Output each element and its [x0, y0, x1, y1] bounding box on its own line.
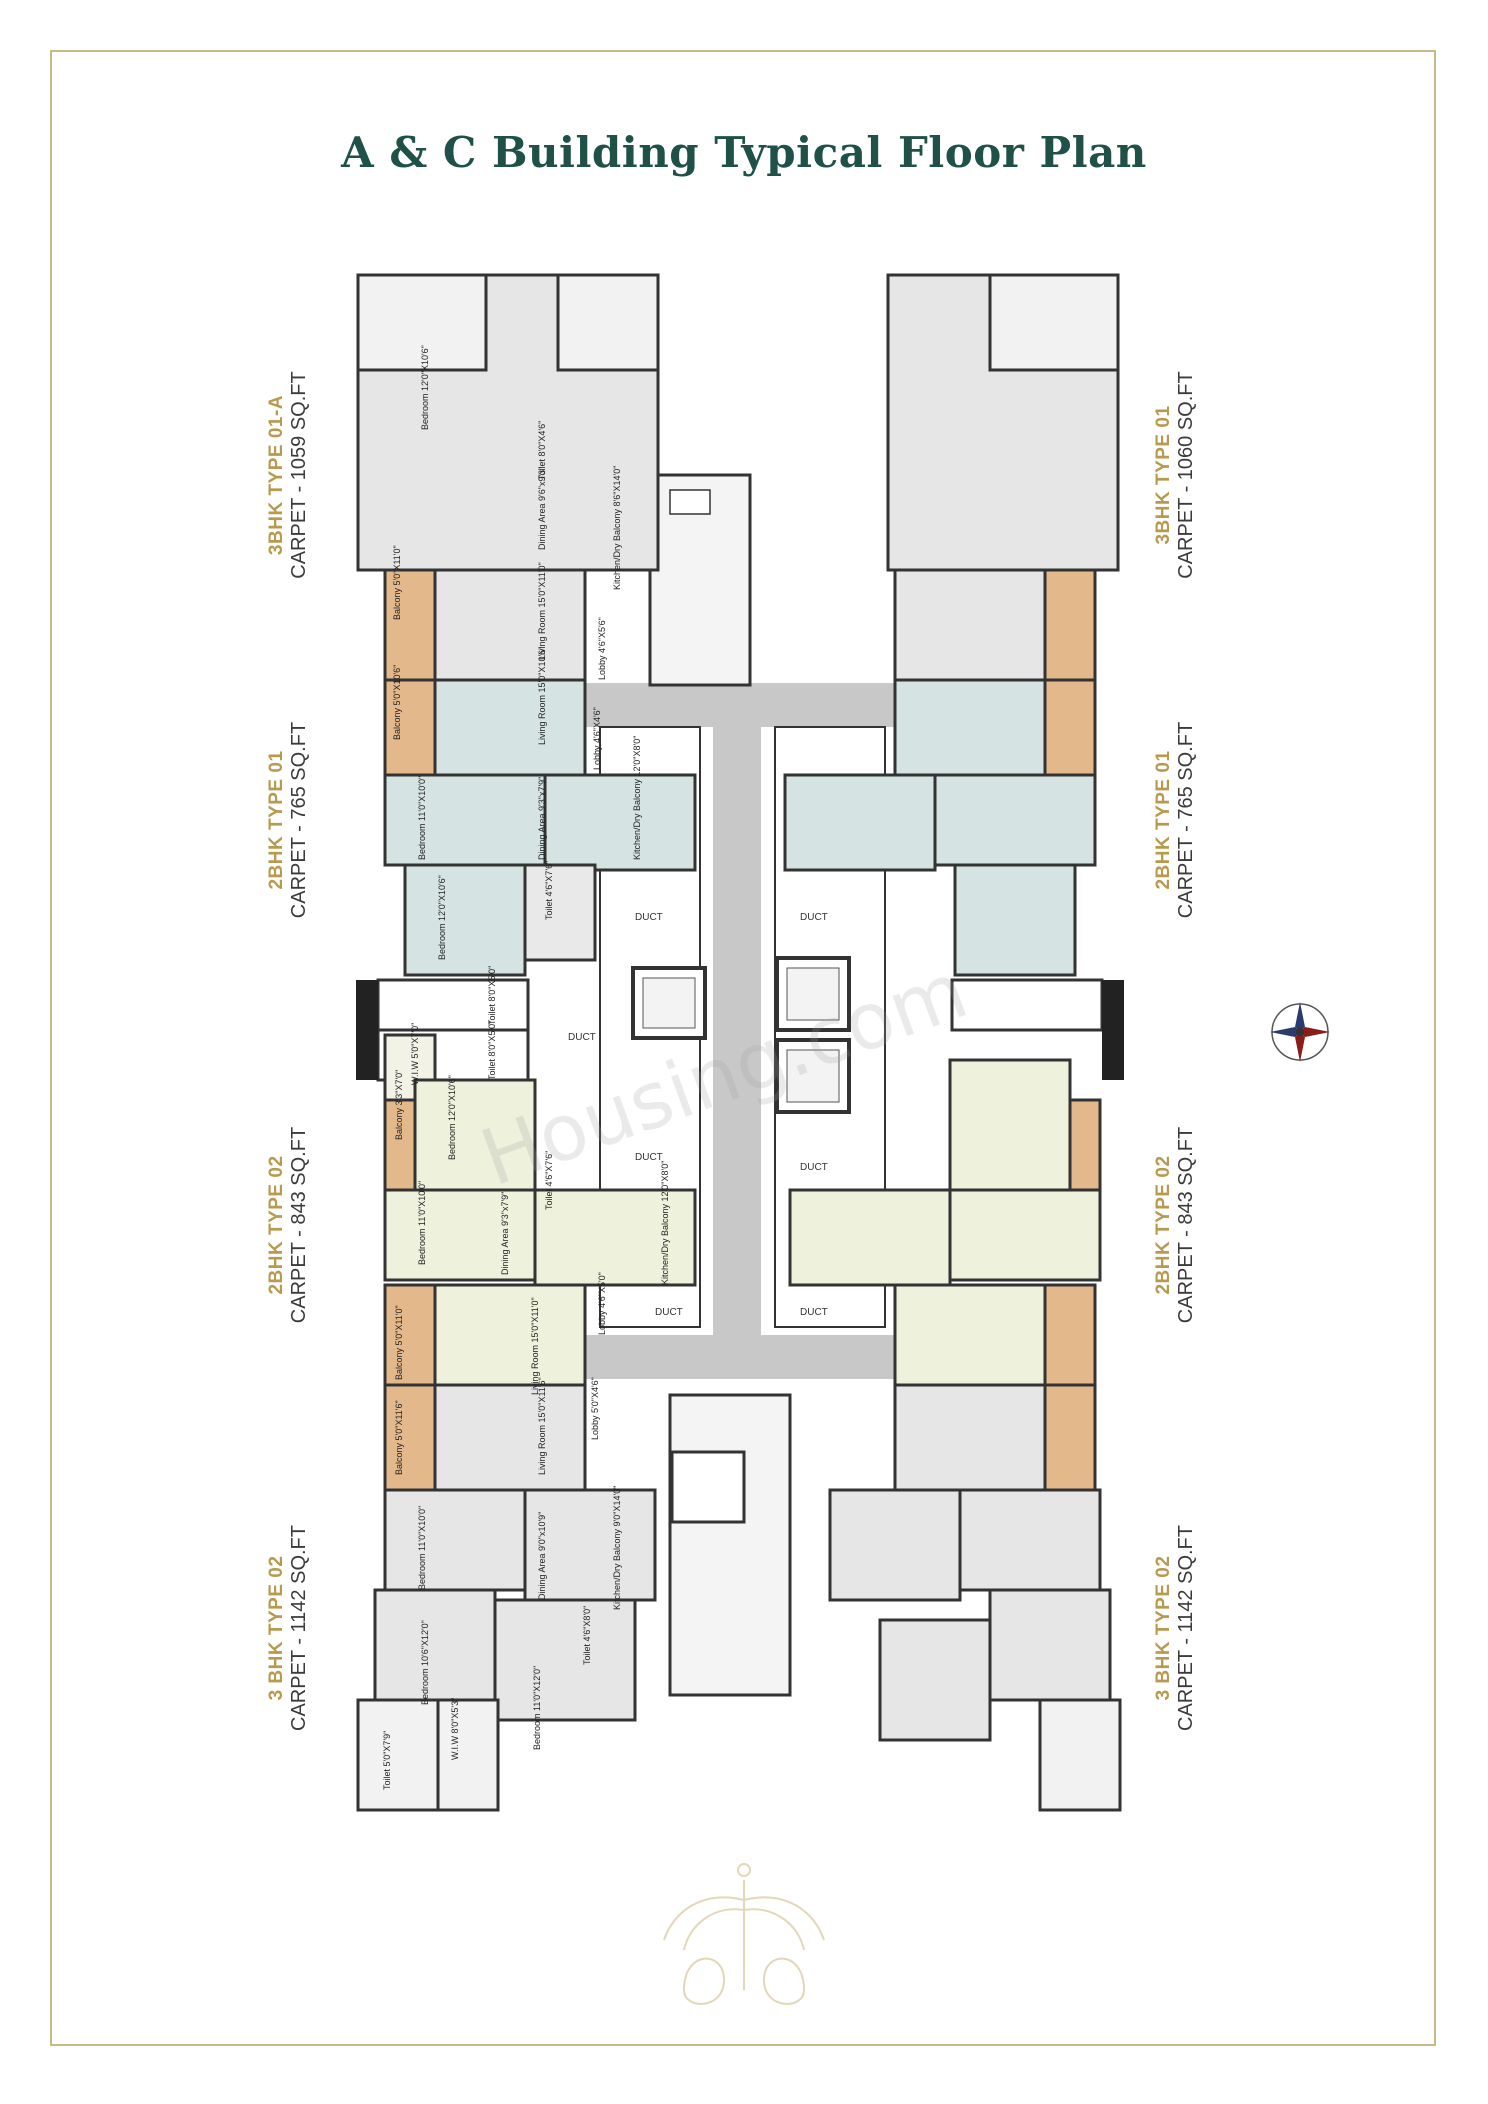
room-label: Bedroom 12'0"X10'6" [420, 345, 430, 430]
room-label: Lobby 4'6"X5'6" [597, 617, 607, 680]
room-label: Balcony 5'0"X10'6" [392, 665, 402, 740]
room-label: W.I.W 8'0"X5'3" [450, 1698, 460, 1760]
room-label: Lobby 4'6"X5'0" [597, 1272, 607, 1335]
room-label: Toilet 8'0"X4'6" [537, 421, 547, 480]
unit-left-2bhk-02 [413, 1078, 537, 1192]
room-label: Bedroom 11'0"X12'0" [532, 1666, 542, 1750]
room-label: Dining Area 9'6"x9'3" [537, 467, 547, 550]
room-label: W.I.W 5'0"X7'0" [410, 1023, 420, 1085]
right-units [783, 273, 1124, 1812]
corridor-top [585, 683, 901, 727]
room-label: Toilet 8'0"X5'0" [487, 966, 497, 1025]
brand-logo [663, 1863, 825, 2005]
room-label: Living Room 15'0"X10'6" [537, 647, 547, 745]
fire-lift [670, 1450, 746, 1524]
room-label: Bedroom 11'0"X10'0" [417, 1181, 427, 1265]
room-label: Lobby 5'0"X4'6" [590, 1377, 600, 1440]
room-label: Toilet 4'6"X7'6" [544, 1151, 554, 1210]
room-label: Balcony 5'0"X11'0" [392, 545, 402, 620]
room-label: Living Room 15'0"X11'0" [537, 562, 547, 660]
room-label: Dining Area 9'3"x7'9" [500, 1192, 510, 1275]
room-label: Lobby 4'6"X4'6" [592, 707, 602, 770]
unit-right-3bhk-02 [893, 1383, 1047, 1492]
room-label: Bedroom 12'0"X10'6" [447, 1075, 457, 1160]
duct-label: DUCT [655, 1307, 683, 1318]
duct-label: DUCT [800, 1307, 828, 1318]
corridor-bottom [585, 1335, 901, 1379]
duct-label: DUCT [800, 912, 828, 923]
balcony-left-5 [383, 1383, 437, 1492]
unit-right-2bhk-02 [948, 1058, 1072, 1192]
duct-labels: DUCT DUCT DUCT DUCT DUCT DUCT DUCT [568, 912, 828, 1318]
page-frame [50, 50, 1436, 2046]
room-label: Bedroom 12'0"X10'6" [437, 875, 447, 960]
room-label: Dining Area 9'0"x10'9" [537, 1512, 547, 1600]
left-units [356, 273, 697, 1812]
room-label: Living Room 15'0"X11'6" [537, 1377, 547, 1475]
room-label: Bedroom 11'0"X10'0" [417, 1506, 427, 1590]
room-label: Balcony 3'3"X7'0" [394, 1070, 404, 1140]
balcony-left-1 [383, 568, 437, 682]
north-compass-icon [1270, 1002, 1330, 1062]
balcony-right-3 [1068, 1098, 1102, 1192]
room-label: Kitchen/Dry Balcony 12'0"X8'0" [632, 736, 642, 860]
room-label: Dining Area 9'3"x7'9" [537, 777, 547, 860]
room-label: Kitchen/Dry Balcony 12'0"X8'0" [660, 1161, 670, 1285]
core-bottom [668, 1393, 792, 1697]
unit-right-2bhk-01 [893, 678, 1047, 777]
duct-label: DUCT [635, 912, 663, 923]
room-labels: Bedroom 12'0"X10'6" Toilet 8'0"X4'6" Din… [382, 345, 670, 1790]
balcony-left-4 [383, 1283, 437, 1387]
core-top [648, 473, 752, 687]
room-label: Toilet 5'0"X7'9" [382, 1731, 392, 1790]
room-label: Bedroom 10'6"X12'0" [420, 1620, 430, 1705]
room-label: Kitchen/Dry Balcony 9'0"X14'0" [612, 1486, 622, 1610]
lift-box [669, 489, 711, 515]
balcony-right-1 [1043, 568, 1097, 682]
duct-label: DUCT [568, 1032, 596, 1043]
balcony-right-4 [1043, 1283, 1097, 1387]
room-label: Toilet 4'6"X8'0" [582, 1606, 592, 1665]
room-label: Bedroom 11'0"X10'0" [417, 776, 427, 860]
room-label: Kitchen/Dry Balcony 8'6"X14'0" [612, 466, 622, 590]
stair-bottom [668, 1393, 792, 1697]
balcony-right-5 [1043, 1383, 1097, 1492]
room-label: Living Room 15'0"X11'0" [530, 1297, 540, 1395]
room-label: Toilet 8'0"X5'0" [487, 1021, 497, 1080]
room-label: Balcony 5'0"X11'6" [394, 1400, 404, 1475]
duct-label: DUCT [800, 1162, 828, 1173]
room-label: Balcony 5'0"X11'0" [394, 1305, 404, 1380]
unit-left-3bhk-02 [433, 1383, 587, 1492]
page-title: A & C Building Typical Floor Plan [341, 128, 1147, 177]
corridor-spine [713, 727, 761, 1375]
unit-left-2bhk-01 [433, 678, 587, 777]
room-label: Toilet 4'6"X7'6" [544, 861, 554, 920]
duct-label: DUCT [635, 1152, 663, 1163]
balcony-right-2 [1043, 678, 1097, 777]
